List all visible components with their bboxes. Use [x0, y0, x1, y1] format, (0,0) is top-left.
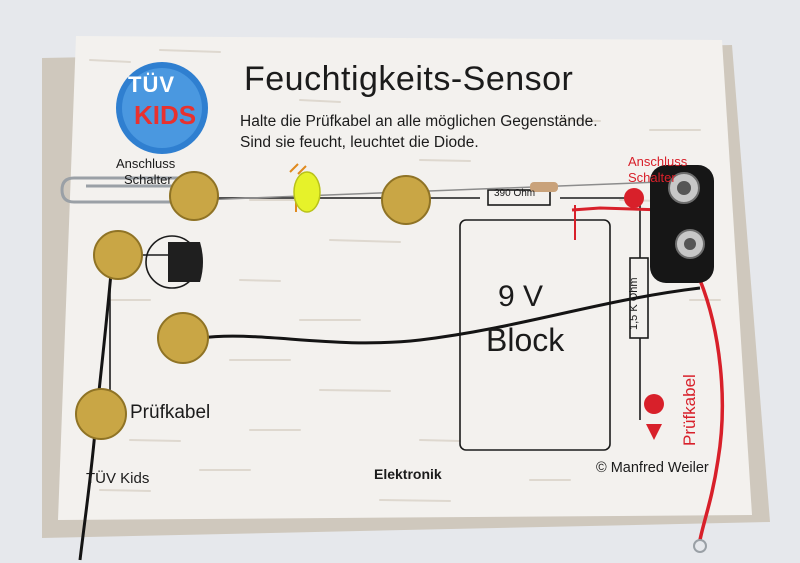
brass-fastener — [75, 388, 127, 440]
wood-grain — [89, 49, 721, 502]
component-wire-top — [199, 181, 661, 201]
tuv-kids-logo-inner — [122, 68, 202, 148]
instruction-line-1: Halte die Prüfkabel an alle möglichen Ge… — [240, 113, 598, 130]
red-terminal-dot-bottom — [644, 394, 664, 414]
brass-fastener — [169, 171, 219, 221]
instruction-line-2: Sind sie feucht, leuchtet die Diode. — [240, 134, 479, 151]
resistor-label-side: 1,5 K Ohm — [628, 277, 640, 330]
footer-elektronik: Elektronik — [374, 466, 442, 482]
battery-snap-top-inner — [677, 181, 691, 195]
red-terminal-dot-top — [624, 188, 644, 208]
footer-tuv-kids: TÜV Kids — [86, 470, 150, 487]
transistor — [168, 242, 203, 282]
black-wire-main — [199, 286, 701, 345]
brass-fastener — [93, 230, 143, 280]
label-schalter-left: Schalter — [124, 172, 172, 187]
label-anschluss-right: Anschluss — [628, 154, 688, 169]
resistor-label-top: 390 Ohm — [494, 188, 536, 199]
led-yellow — [293, 171, 321, 213]
red-wire-top — [571, 206, 665, 212]
resistor-component — [530, 182, 558, 192]
label-schalter-right: Schalter — [628, 170, 676, 185]
board-title: Feuchtigkeits-Sensor — [244, 60, 574, 98]
pruefkabel-label: Prüfkabel — [130, 402, 211, 423]
logo-text-top: TÜV — [128, 72, 175, 97]
wire-loop — [693, 539, 707, 553]
battery-voltage-label: 9 V — [498, 280, 544, 313]
board-surface — [58, 36, 752, 520]
pruefkabel-label-red: Prüfkabel — [680, 374, 699, 446]
brass-fastener — [157, 312, 209, 364]
red-arrow — [646, 424, 662, 440]
brass-fasteners — [75, 171, 431, 440]
battery-block-label: Block — [486, 322, 565, 358]
footer-copyright: © Manfred Weiler — [596, 460, 709, 476]
red-wire — [698, 279, 725, 541]
label-anschluss-left: Anschluss — [116, 156, 176, 171]
battery-snap-bottom-inner — [684, 238, 696, 250]
logo-text-bottom: KIDS — [134, 100, 197, 130]
brass-fastener — [381, 175, 431, 225]
resistor-symbol-top — [487, 189, 551, 206]
